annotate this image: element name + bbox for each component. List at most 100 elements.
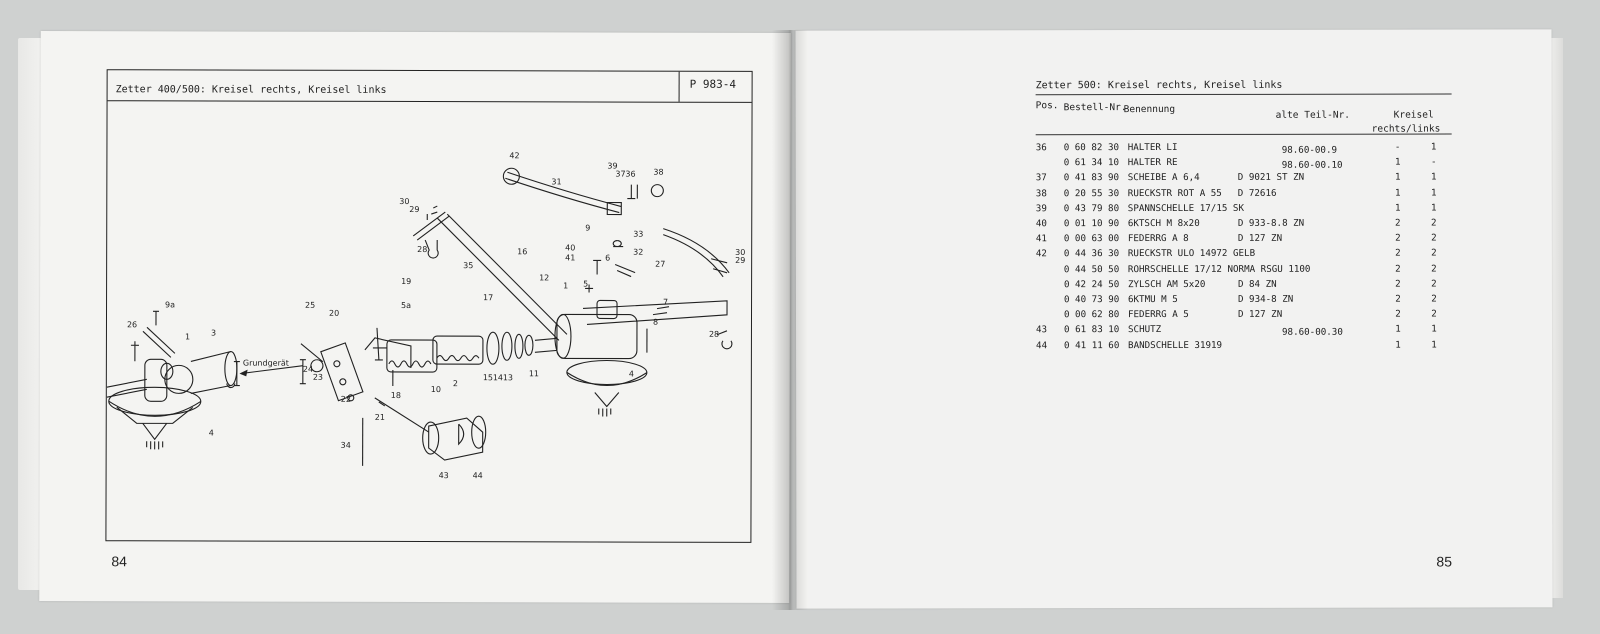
cell-r: 2 [1395,308,1401,320]
shaft-spring [364,331,558,373]
callout: 40 [565,243,575,252]
callout: 1 [185,332,190,341]
cell-l: 2 [1431,217,1437,229]
callout: 39 [607,162,617,171]
callout: 2 [453,379,458,388]
page-number-left: 84 [111,553,127,570]
cell-name: FEDERRG A 8 [1127,233,1189,245]
callout: 5a [401,301,411,310]
callout: 30 [399,197,409,206]
cell-part: 0 41 83 90 [1063,172,1120,184]
cell-dno: D 9021 ST ZN [1237,172,1305,184]
parts-list-title: Zetter 500: Kreisel rechts, Kreisel link… [1035,79,1283,92]
header-rule [1035,133,1452,136]
col-header-kreisel: Kreisel [1393,109,1434,121]
cell-l: 1 [1431,202,1437,214]
callout: 23 [313,373,323,382]
callout: 32 [633,248,643,257]
cell-pos: 38 [1035,187,1047,199]
table-row: 0 44 50 50 ROHRSCHELLE 17/12 NORMA RSGU 1… [796,263,1552,279]
cell-r: 1 [1395,202,1401,214]
callout: 10 [431,385,441,394]
cell-pos: 41 [1035,233,1047,245]
callout: 1 [563,281,568,290]
drawing-header: Zetter 400/500: Kreisel rechts, Kreisel … [107,70,752,103]
cell-dno: D 72616 [1237,187,1277,199]
drawing-title: Zetter 400/500: Kreisel rechts, Kreisel … [115,84,387,96]
callout: 28 [417,245,427,254]
cell-name: HALTER RE [1127,157,1178,169]
cell-l: 1 [1430,187,1437,199]
cell-name: SCHEIBE A 6,4 [1127,172,1200,184]
drawing-code: P 983-4 [689,77,736,91]
callout: 8 [653,318,658,327]
callout: 35 [463,261,473,270]
grundgeraet-label: Grundgerät [243,359,289,368]
callout: 4 [209,428,214,437]
cell-name: SPANNSCHELLE 17/15 SK [1127,202,1244,214]
grundgeraet-arrow [233,359,306,387]
cell-part: 0 00 63 00 [1063,233,1120,245]
title-rule [1035,93,1452,96]
cell-r: 1 [1394,187,1401,199]
cell-l: 2 [1431,247,1437,259]
callout: 12 [539,273,549,282]
callout: 11 [529,369,539,378]
cell-part: 0 60 82 30 [1063,142,1120,154]
cell-r: 2 [1395,293,1401,305]
callout: 42 [509,151,519,160]
callout: 44 [473,471,483,480]
callout: 3 [211,328,216,337]
middle-link-parts [300,327,394,466]
cell-r: 2 [1395,263,1401,275]
cell-l: 1 [1430,141,1437,153]
callout: 14 [493,373,503,382]
cell-part: 0 44 50 50 [1063,263,1120,275]
callout: 19 [401,277,411,286]
cell-dno: D 127 ZN [1237,308,1283,321]
cell-part: 0 40 73 90 [1063,294,1120,306]
cell-l: 2 [1431,263,1437,275]
col-header-name: Benennung [1123,103,1176,116]
callout: 20 [329,309,339,318]
cell-pos: 37 [1035,172,1047,184]
cell-part: 0 61 34 10 [1063,157,1120,169]
cell-r: 2 [1395,247,1401,260]
cell-r: 1 [1395,339,1401,351]
cell-l: 2 [1431,293,1437,305]
cell-name: RUECKSTR ROT A 55 [1127,187,1222,199]
cell-part: 0 44 36 30 [1063,248,1120,260]
cell-name: ROHRSCHELLE 17/12 NORMA RSGU 1100 [1127,263,1311,275]
cell-r: - [1394,141,1401,153]
cell-old: 98.60-00.10 [1281,159,1343,171]
callout: 27 [655,260,665,269]
cell-name: 6KTMU M 5 [1127,293,1178,306]
cell-pos: 44 [1036,339,1048,351]
cell-dno: D 84 ZN [1237,278,1277,290]
cell-l: 2 [1431,308,1437,320]
callout: 25 [305,301,315,310]
callout: 9 [585,223,590,232]
cell-l: - [1430,156,1437,168]
cell-dno: D 933-8.8 ZN [1237,217,1305,229]
cell-part: 0 41 11 60 [1064,339,1120,351]
cell-part: 0 61 83 10 [1064,324,1120,336]
cell-old: 98.60-00.30 [1282,327,1343,339]
cell-name: SCHUTZ [1128,324,1162,336]
callout: 21 [375,413,385,422]
cell-name: BANDSCHELLE 31919 [1128,339,1223,351]
callout: 43 [439,471,449,480]
cell-l: 1 [1430,171,1437,183]
cell-r: 2 [1395,232,1401,244]
callout: 17 [483,293,493,302]
callout: 33 [633,230,643,239]
